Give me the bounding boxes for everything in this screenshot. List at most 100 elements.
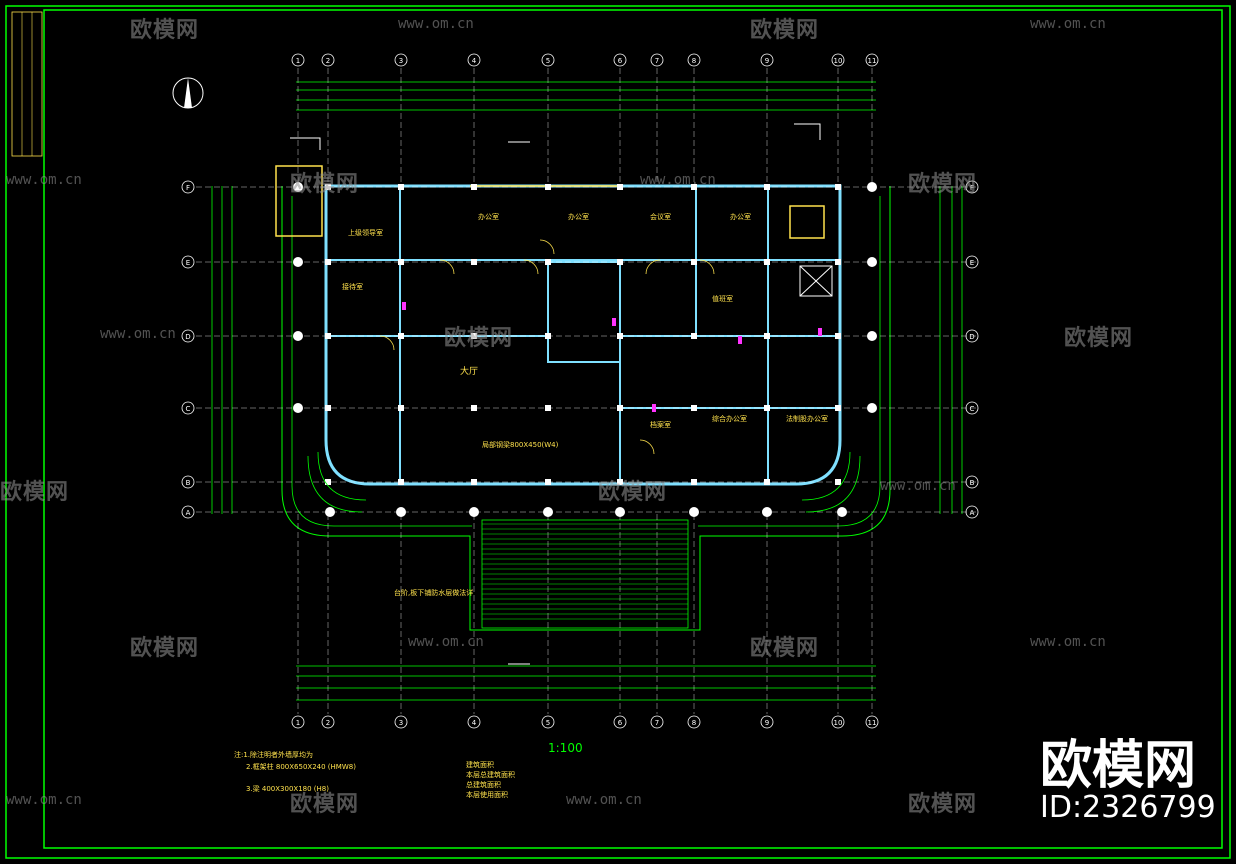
- svg-text:10: 10: [834, 719, 843, 727]
- axis-bubble-col: 10: [831, 53, 845, 67]
- site-boundary: [281, 186, 891, 631]
- svg-text:C: C: [970, 405, 975, 413]
- corner-arcs: [307, 451, 861, 513]
- round-column: [837, 507, 847, 517]
- room-label: 办公室: [730, 213, 751, 221]
- axis-bubble-col: 11: [865, 53, 879, 67]
- svg-text:7: 7: [655, 57, 659, 65]
- svg-text:2: 2: [326, 719, 330, 727]
- svg-text:10: 10: [834, 57, 843, 65]
- axis-bubble-row: E: [965, 255, 979, 269]
- legend-title: 注:1.除注明者外墙厚均为: [234, 751, 314, 759]
- svg-text:F: F: [970, 184, 974, 192]
- svg-text:A: A: [186, 509, 191, 517]
- svg-text:9: 9: [765, 57, 769, 65]
- svg-text:1: 1: [296, 57, 300, 65]
- stair-note: 台阶,板下铺防水层做法详: [394, 589, 474, 597]
- svg-text:9: 9: [765, 719, 769, 727]
- corner-brand-logo: 欧模网: [1040, 736, 1197, 796]
- svg-text:11: 11: [868, 719, 877, 727]
- axis-bubble-col: 1: [291, 53, 305, 67]
- axis-bubble-row: B: [181, 475, 195, 489]
- outer-frame: [5, 5, 1231, 859]
- svg-text:1: 1: [296, 719, 300, 727]
- left-dimension-lines: [211, 186, 233, 514]
- title-strip: [11, 11, 43, 157]
- svg-text:C: C: [186, 405, 191, 413]
- axis-bubble-row: A: [965, 505, 979, 519]
- legend-item-2: 2.框架柱 800X650X240 (HMW8): [246, 763, 356, 771]
- svg-text:5: 5: [546, 719, 550, 727]
- svg-text:B: B: [970, 479, 975, 487]
- axis-bubble-row: C: [965, 401, 979, 415]
- area-item: 本层使用面积: [466, 791, 508, 799]
- room-label: 综合办公室: [712, 415, 747, 423]
- top-dimension-lines: [296, 81, 876, 111]
- round-column: [396, 507, 406, 517]
- axis-bubble-row: D: [965, 329, 979, 343]
- column: [471, 405, 477, 411]
- svg-text:8: 8: [692, 719, 696, 727]
- axis-bubble-col: 4: [467, 53, 481, 67]
- svg-text:2: 2: [326, 57, 330, 65]
- room-label: 办公室: [478, 213, 499, 221]
- room-label: 档案室: [650, 421, 671, 429]
- stair-core-right: [799, 265, 833, 297]
- room-label: 接待室: [342, 283, 363, 291]
- column: [398, 479, 404, 485]
- svg-text:3: 3: [399, 719, 403, 727]
- svg-text:4: 4: [472, 57, 477, 65]
- axis-bubble-col: 3: [394, 715, 408, 729]
- bottom-dimension-lines: [296, 665, 876, 701]
- corner-id-label: ID:2326799: [1040, 790, 1216, 825]
- room-label: 办公室: [568, 213, 589, 221]
- axis-bubble-col: 2: [321, 53, 335, 67]
- svg-text:7: 7: [655, 719, 659, 727]
- room-label: 法制股办公室: [786, 415, 828, 423]
- column: [471, 259, 477, 265]
- axis-bubble-row: D: [181, 329, 195, 343]
- axis-bubble-col: 4: [467, 715, 481, 729]
- axis-bubble-col: 6: [613, 53, 627, 67]
- axis-bubble-row: C: [181, 401, 195, 415]
- section-markers: [290, 123, 821, 665]
- building-outer-wall: [324, 184, 842, 486]
- axis-bubble-col: 8: [687, 53, 701, 67]
- room-label: 会议室: [650, 213, 671, 221]
- svg-text:D: D: [969, 333, 974, 341]
- room-label: 值班室: [712, 295, 733, 303]
- svg-text:E: E: [186, 259, 190, 267]
- axis-bubble-col: 5: [541, 715, 555, 729]
- scale-label: 1:100: [548, 741, 583, 755]
- column: [471, 184, 477, 190]
- column: [398, 184, 404, 190]
- svg-text:A: A: [970, 509, 975, 517]
- axis-bubble-col: 11: [865, 715, 879, 729]
- svg-text:B: B: [186, 479, 191, 487]
- axis-grid-lines: [196, 68, 976, 714]
- axis-bubble-row: F: [181, 180, 195, 194]
- axis-bubble-col: 9: [760, 715, 774, 729]
- svg-text:6: 6: [618, 57, 623, 65]
- axis-bubble-row: E: [181, 255, 195, 269]
- axis-bubble-col: 8: [687, 715, 701, 729]
- axis-bubble-col: 10: [831, 715, 845, 729]
- svg-text:5: 5: [546, 57, 550, 65]
- round-column: [469, 507, 479, 517]
- axis-bubble-col: 5: [541, 53, 555, 67]
- magenta-markers: [402, 302, 822, 412]
- area-item: 建筑面积: [466, 761, 494, 769]
- column: [398, 405, 404, 411]
- axis-bubble-col: 7: [650, 53, 664, 67]
- legend-item-3: 3.梁 400X300X180 (H8): [246, 785, 329, 793]
- svg-text:F: F: [186, 184, 190, 192]
- axis-bubble-col: 7: [650, 715, 664, 729]
- svg-text:D: D: [185, 333, 190, 341]
- svg-text:6: 6: [618, 719, 623, 727]
- axis-bubble-col: 3: [394, 53, 408, 67]
- area-item: 本层总建筑面积: [466, 771, 515, 779]
- round-column: [325, 507, 335, 517]
- door-swings: [379, 239, 715, 455]
- svg-text:8: 8: [692, 57, 696, 65]
